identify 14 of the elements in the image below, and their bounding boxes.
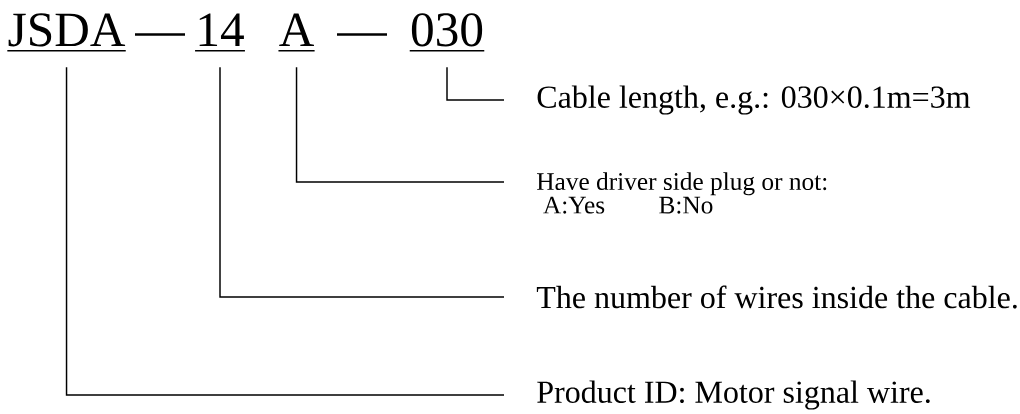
description-text: Cable length, e.g.: 030×0.1m=3m [537, 85, 971, 115]
code-segment: 14 [194, 13, 246, 52]
code-segment: A [277, 13, 316, 52]
separator-dash: — [135, 33, 185, 36]
description-text: Product ID: Motor signal wire. [537, 380, 930, 410]
leader-line [65, 66, 505, 396]
code-segment: 030 [409, 13, 485, 52]
description-text: The number of wires inside the cable. [536, 285, 1017, 309]
leader-line [295, 66, 505, 183]
separator-dash: — [337, 33, 387, 36]
description-text: Have driver side plug or not: A:Yes B:No [537, 172, 827, 214]
leader-line [219, 66, 505, 298]
code-segment: JSDA [6, 13, 127, 52]
leader-line [446, 66, 505, 101]
